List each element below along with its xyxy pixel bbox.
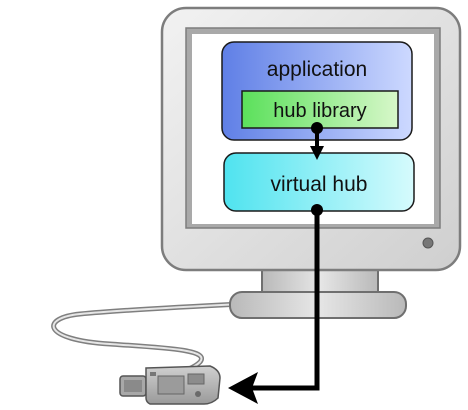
virtual-hub-label: virtual hub [271, 173, 368, 196]
arrow-hub-to-device [228, 204, 323, 404]
virtual-hub-box: virtual hub [223, 152, 415, 212]
power-led-icon [422, 237, 434, 249]
usb-device [119, 365, 221, 405]
hub-library-label: hub library [273, 100, 366, 122]
hub-library-box: hub library [241, 90, 399, 129]
application-label: application [267, 58, 367, 81]
arrow-library-to-hub [310, 122, 324, 160]
